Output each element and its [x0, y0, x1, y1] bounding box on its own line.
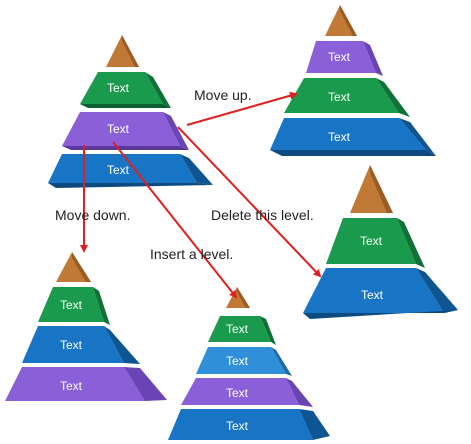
pyramid-level[interactable]: Text [5, 367, 167, 401]
pyramid-move-down: Text Text Text [5, 252, 167, 401]
level-label: Text [107, 81, 130, 95]
pyramid-original: Text Text Text [48, 35, 213, 188]
annotation-move-down: Move down. [55, 207, 130, 223]
level-label: Text [226, 354, 249, 368]
annotation-insert: Insert a level. [150, 246, 233, 262]
level-label: Text [60, 379, 83, 393]
pyramid-level[interactable]: Text [270, 118, 436, 156]
pyramid-tip-shade [237, 287, 250, 308]
annotations: Move up. Delete this level. Move down. I… [55, 87, 314, 262]
pyramid-level[interactable]: Text [208, 316, 276, 345]
pyramid-level[interactable]: Text [38, 287, 110, 325]
pyramid-level[interactable]: Text [80, 72, 171, 108]
pyramid-level[interactable]: Text [22, 326, 140, 364]
pyramid-level[interactable]: Text [306, 41, 383, 76]
level-label: Text [60, 298, 83, 312]
pyramid-level[interactable]: Text [284, 78, 410, 117]
level-label: Text [328, 90, 351, 104]
pyramid-tip-shade [72, 252, 91, 282]
level-label: Text [107, 122, 130, 136]
level-label: Text [226, 322, 249, 336]
pyramid-tip-shade [122, 35, 139, 67]
pyramid-insert: Text Text Text Text [168, 287, 330, 440]
arrow-move-up [186, 91, 298, 126]
pyramid-tip-shade [340, 5, 357, 36]
level-label: Text [361, 288, 384, 302]
level-label: Text [328, 130, 351, 144]
level-label: Text [328, 50, 351, 64]
annotation-move-up: Move up. [194, 87, 252, 103]
pyramid-level[interactable]: Text [196, 347, 292, 376]
level-label: Text [360, 234, 383, 248]
pyramid-level[interactable]: Text [303, 268, 458, 319]
pyramid-delete: Text Text [303, 165, 458, 319]
pyramid-level[interactable]: Text [168, 409, 330, 440]
level-label: Text [60, 338, 83, 352]
arrow-insert [112, 141, 238, 299]
arrow-delete [177, 126, 322, 278]
pyramid-level[interactable]: Text [326, 218, 425, 268]
annotation-delete: Delete this level. [211, 207, 314, 223]
level-label: Text [226, 419, 249, 433]
level-label: Text [226, 386, 249, 400]
pyramid-tip [106, 35, 139, 67]
arrows [80, 91, 322, 299]
pyramid-level[interactable]: Text [62, 112, 189, 150]
pyramid-tip-shade [370, 165, 393, 213]
pyramid-level[interactable]: Text [48, 154, 213, 188]
pyramid-level[interactable]: Text [181, 378, 313, 407]
level-label: Text [107, 163, 130, 177]
pyramid-move-up: Text Text Text [270, 5, 436, 156]
